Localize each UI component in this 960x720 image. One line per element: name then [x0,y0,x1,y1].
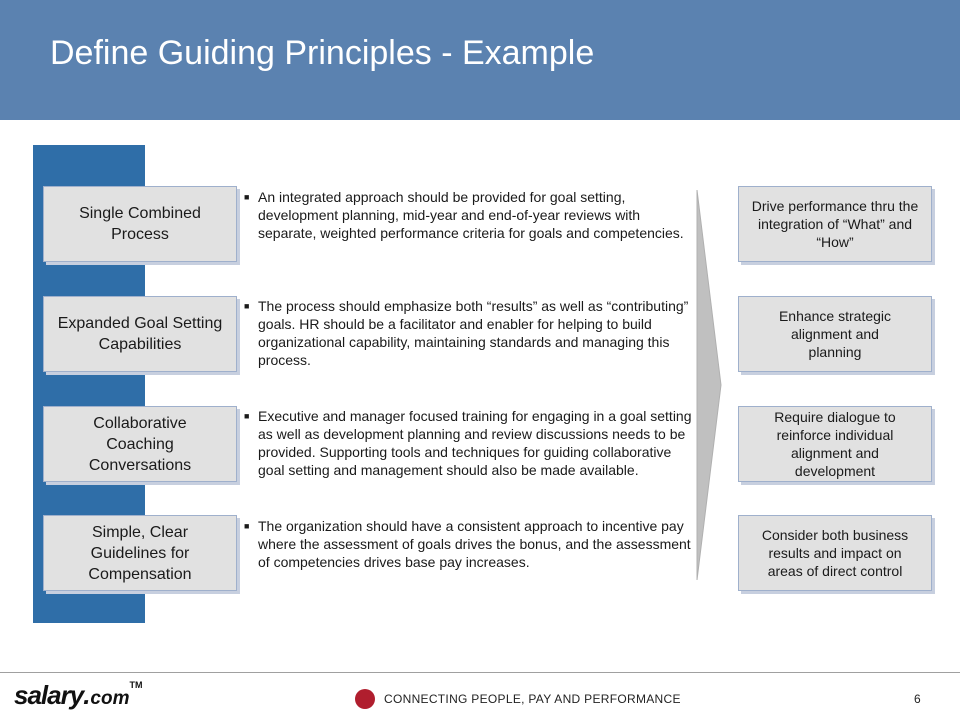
principle-label: Simple, Clear Guidelines for Compensatio… [88,523,192,583]
principle-box-4: Simple, Clear Guidelines for Compensatio… [43,515,237,591]
square-bullet-icon: ■ [244,192,250,202]
outcome-label: Consider both business results and impac… [761,527,909,579]
bullet-text: The organization should have a consisten… [258,518,691,570]
bullet-item-1: ■ An integrated approach should be provi… [244,188,694,242]
logo-wordmark: salary [14,680,84,710]
logo-trademark: TM [129,680,143,690]
bullet-item-3: ■ Executive and manager focused training… [244,407,694,479]
principle-box-1: Single Combined Process [43,186,237,262]
outcome-label: Drive performance thru the integration o… [751,198,919,250]
square-bullet-icon: ■ [244,411,250,421]
square-bullet-icon: ■ [244,301,250,311]
slide-title: Define Guiding Principles - Example [50,34,595,72]
outcome-box-3: Require dialogue to reinforce individual… [738,406,932,482]
tagline-dot-icon [355,689,375,709]
outcome-box-2: Enhance strategic alignment and planning [738,296,932,372]
bullet-item-2: ■ The process should emphasize both “res… [244,297,694,369]
bullet-item-4: ■ The organization should have a consist… [244,517,694,571]
bullet-text: An integrated approach should be provide… [258,189,684,241]
page-number: 6 [914,692,921,706]
logo-com: com [90,688,130,709]
chevron-arrow-icon [696,190,722,580]
principle-label: Collaborative Coaching Conversations [88,414,192,474]
footer-tagline: CONNECTING PEOPLE, PAY AND PERFORMANCE [384,692,681,706]
outcome-label: Enhance strategic alignment and planning [778,308,892,360]
footer-divider [0,672,960,673]
square-bullet-icon: ■ [244,521,250,531]
bullet-text: The process should emphasize both “resul… [258,298,689,368]
principle-label: Expanded Goal Setting Capabilities [57,315,223,353]
outcome-box-1: Drive performance thru the integration o… [738,186,932,262]
outcome-box-4: Consider both business results and impac… [738,515,932,591]
header-banner: Define Guiding Principles - Example [0,0,960,120]
salary-com-logo: salary.comTM [14,680,143,711]
principle-label: Single Combined Process [79,205,201,243]
principle-box-3: Collaborative Coaching Conversations [43,406,237,482]
logo-dot: . [83,680,91,710]
outcome-label: Require dialogue to reinforce individual… [774,409,896,479]
principle-box-2: Expanded Goal Setting Capabilities [43,296,237,372]
bullet-text: Executive and manager focused training f… [258,408,692,478]
